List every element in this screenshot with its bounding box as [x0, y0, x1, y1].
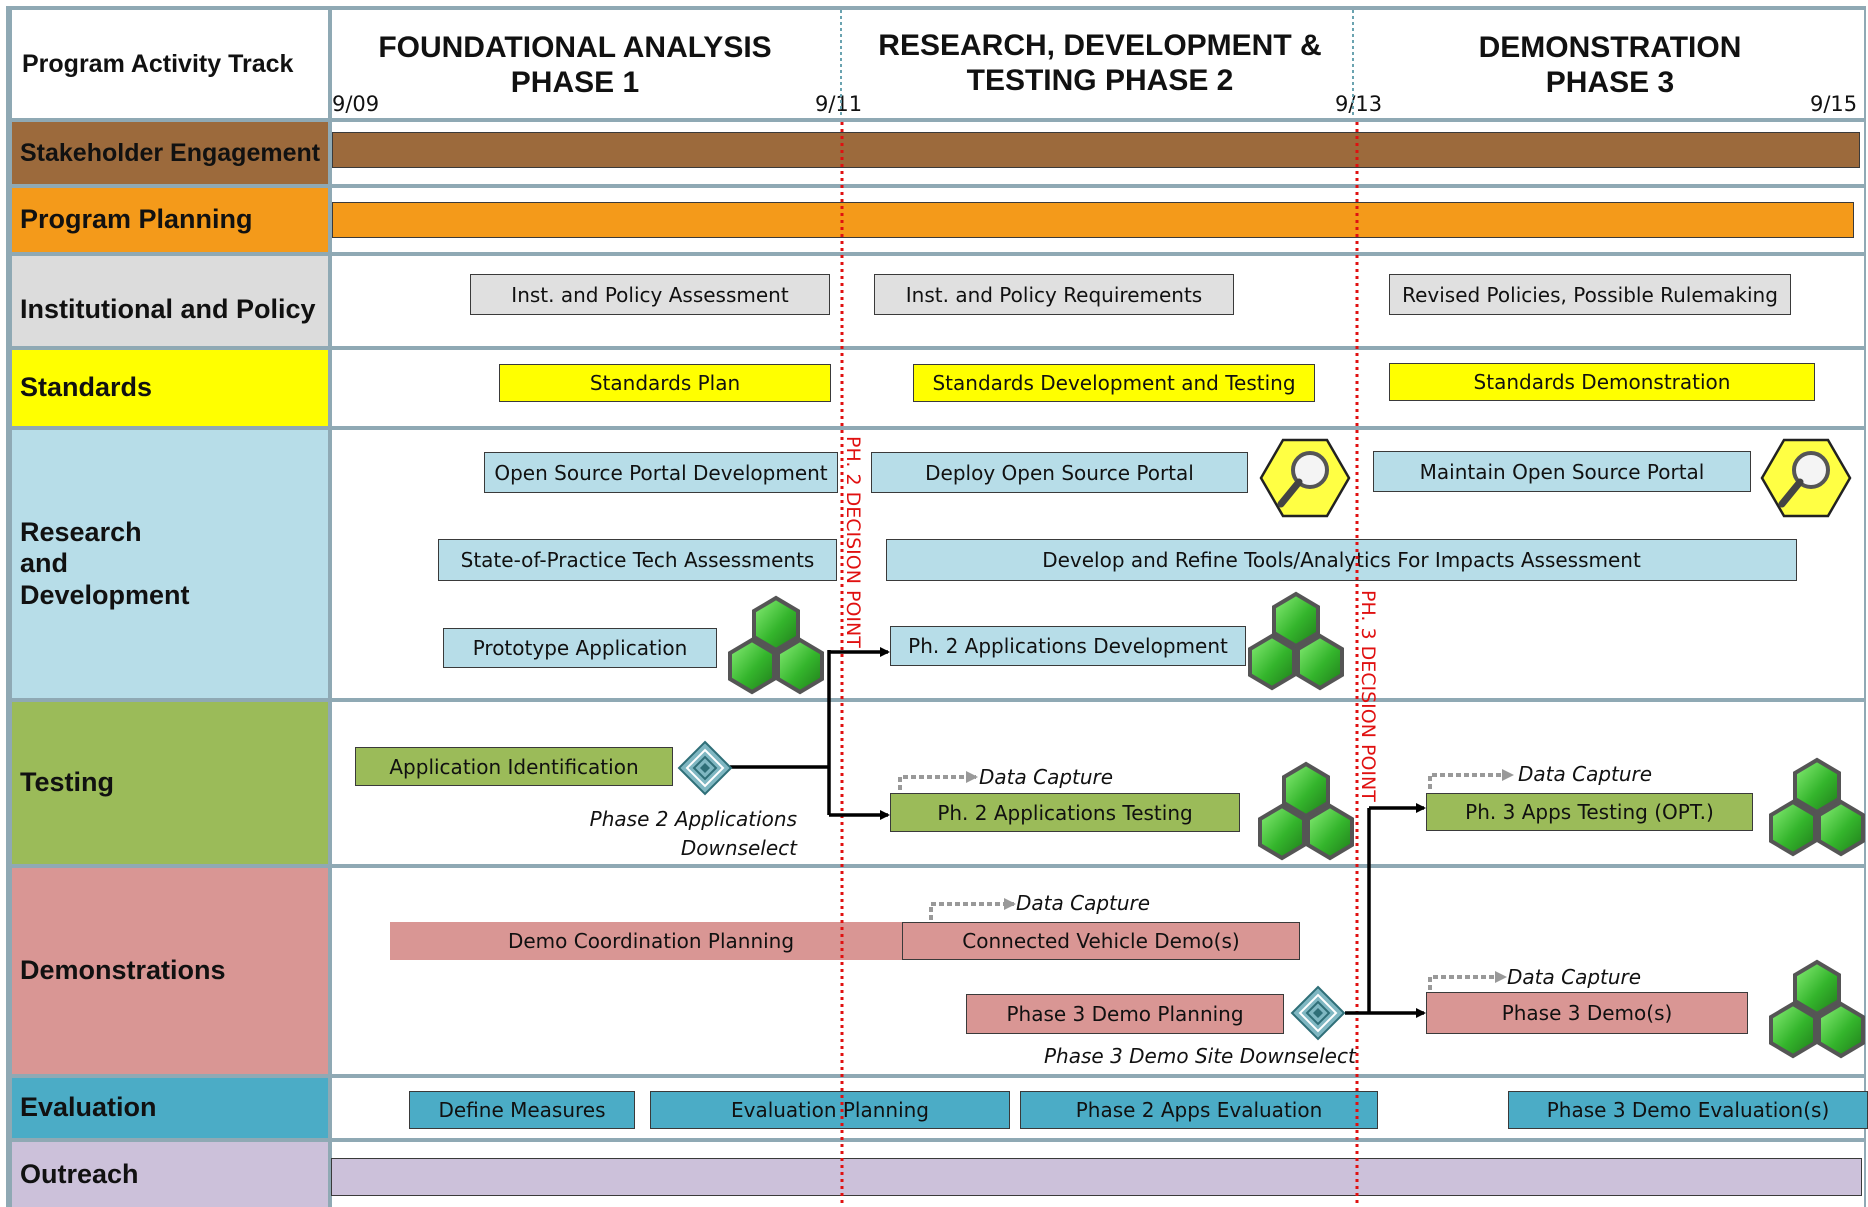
- bar-outreach: [331, 1158, 1862, 1196]
- bar-phase2-apps-evaluation: Phase 2 Apps Evaluation: [1020, 1091, 1378, 1129]
- track-label-outreach: Outreach: [12, 1142, 328, 1207]
- track-label-testing: Testing: [12, 702, 328, 864]
- lane-demonstrations: [332, 868, 1864, 1074]
- annotation-phase2-downselect-line2: Downselect: [680, 836, 797, 860]
- tick-label: 9/15: [1810, 92, 1858, 116]
- header-label-cell: [12, 10, 328, 118]
- ph2-decision-point-label: PH. 2 DECISION POINT: [842, 436, 864, 648]
- bar-stakeholder-engagement: [332, 132, 1860, 168]
- ph3-decision-point-label: PH. 3 DECISION POINT: [1357, 590, 1379, 802]
- tick-label: 9/11: [815, 92, 863, 116]
- tick-label: 9/13: [1335, 92, 1383, 116]
- bar-deploy-open-source-portal: Deploy Open Source Portal: [871, 452, 1248, 493]
- track-label-research-development: Research and Development: [12, 430, 328, 698]
- bar-maintain-open-source-portal: Maintain Open Source Portal: [1373, 451, 1751, 492]
- track-label-program-planning: Program Planning: [12, 188, 328, 252]
- bar-phase3-demos: Phase 3 Demo(s): [1426, 992, 1748, 1034]
- bar-inst-policy-requirements: Inst. and Policy Requirements: [874, 274, 1234, 315]
- annotation-phase2-downselect-line1: Phase 2 Applications: [589, 807, 797, 831]
- track-label-institutional-policy: Institutional and Policy: [12, 256, 328, 346]
- bar-standards-dev-testing: Standards Development and Testing: [913, 364, 1315, 402]
- bar-demo-coordination-planning: Demo Coordination Planning: [390, 922, 912, 960]
- bar-state-of-practice: State-of-Practice Tech Assessments: [438, 539, 837, 581]
- bar-application-identification: Application Identification: [355, 747, 673, 786]
- bar-phase3-demo-planning: Phase 3 Demo Planning: [966, 994, 1284, 1034]
- track-label-standards: Standards: [12, 350, 328, 426]
- bar-ph3-apps-testing: Ph. 3 Apps Testing (OPT.): [1426, 793, 1753, 831]
- phase-2-title: RESEARCH, DEVELOPMENT & TESTING PHASE 2: [878, 29, 1322, 98]
- bar-ph2-apps-testing: Ph. 2 Applications Testing: [890, 793, 1240, 832]
- track-label-demonstrations: Demonstrations: [12, 868, 328, 1074]
- bar-define-measures: Define Measures: [409, 1091, 635, 1129]
- annotation-data-capture: Data Capture: [979, 765, 1114, 789]
- bar-standards-plan: Standards Plan: [499, 364, 831, 402]
- bar-develop-refine-tools: Develop and Refine Tools/Analytics For I…: [886, 539, 1797, 581]
- header-timeline-cell: [332, 10, 1864, 118]
- bar-phase3-demo-evaluations: Phase 3 Demo Evaluation(s): [1508, 1091, 1868, 1129]
- phase-1-title: FOUNDATIONAL ANALYSIS PHASE 1: [378, 31, 772, 100]
- bar-connected-vehicle-demos: Connected Vehicle Demo(s): [902, 922, 1300, 960]
- annotation-phase3-site-downselect: Phase 3 Demo Site Downselect: [1044, 1044, 1356, 1068]
- bar-inst-policy-assessment: Inst. and Policy Assessment: [470, 274, 830, 315]
- bar-standards-demo: Standards Demonstration: [1389, 363, 1815, 401]
- bar-evaluation-planning: Evaluation Planning: [650, 1091, 1010, 1129]
- phase-3-title: DEMONSTRATION PHASE 3: [1478, 31, 1742, 100]
- annotation-data-capture: Data Capture: [1016, 891, 1151, 915]
- bar-ph2-apps-development: Ph. 2 Applications Development: [890, 626, 1246, 666]
- bar-open-source-portal-dev: Open Source Portal Development: [484, 452, 838, 493]
- bar-prototype-application: Prototype Application: [443, 628, 717, 668]
- tick-label: 9/09: [332, 92, 380, 116]
- bar-program-planning: [332, 202, 1854, 238]
- bar-revised-policies: Revised Policies, Possible Rulemaking: [1389, 274, 1791, 315]
- track-label-stakeholder-engagement: Stakeholder Engagement: [12, 122, 328, 184]
- track-label-evaluation: Evaluation: [12, 1078, 328, 1138]
- annotation-data-capture: Data Capture: [1518, 762, 1653, 786]
- track-column-title: Program Activity Track: [22, 50, 294, 78]
- annotation-data-capture: Data Capture: [1507, 965, 1642, 989]
